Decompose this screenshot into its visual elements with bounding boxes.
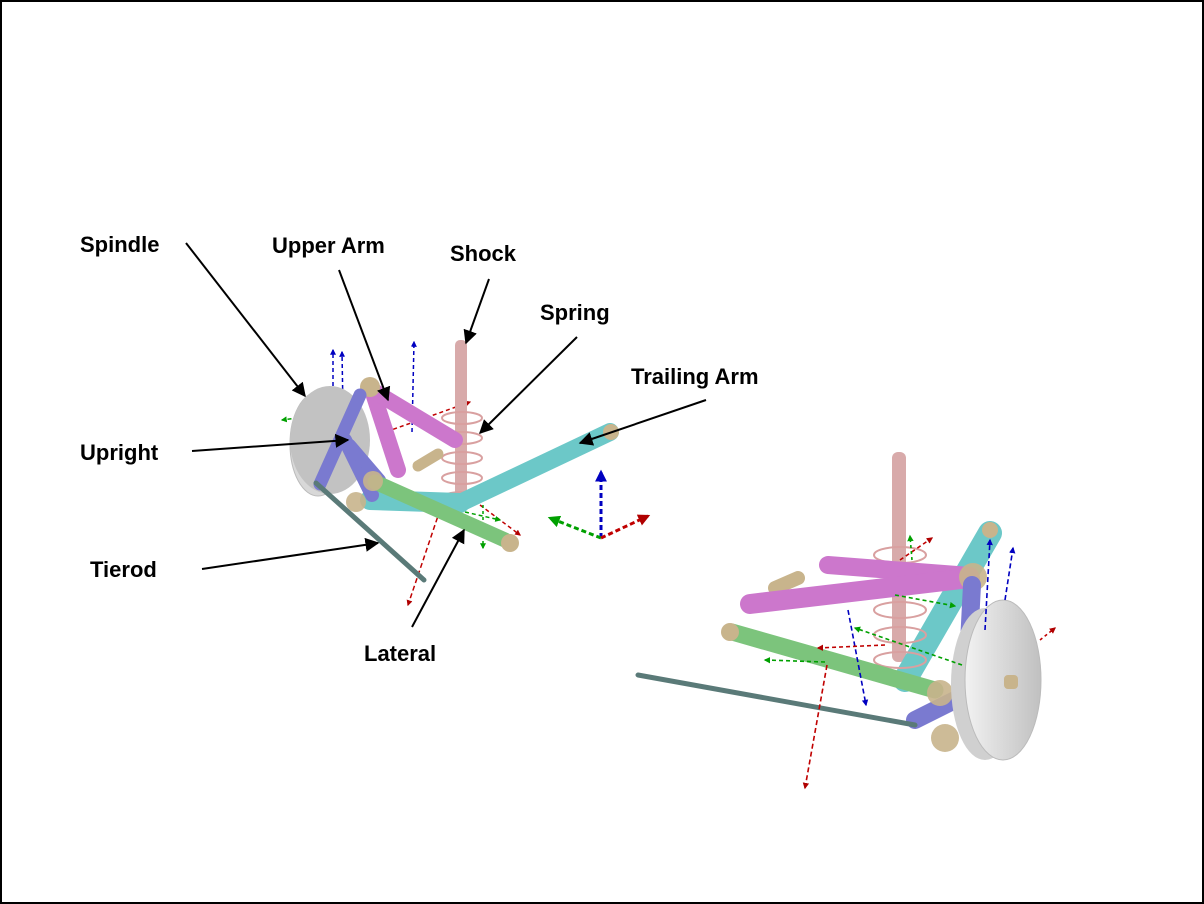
tierod-left bbox=[313, 480, 427, 583]
leader-upper-arm bbox=[338, 269, 391, 402]
leader-trailing-arm bbox=[578, 399, 707, 446]
shock-left bbox=[455, 340, 467, 505]
label-lateral: Lateral bbox=[364, 641, 437, 666]
leader-spindle bbox=[185, 242, 306, 398]
annotation-leaders bbox=[185, 242, 707, 628]
lateral-left bbox=[346, 471, 519, 552]
shock-right bbox=[892, 452, 906, 662]
leader-lateral bbox=[411, 528, 465, 628]
spindle-right bbox=[951, 599, 1042, 761]
view-left bbox=[280, 340, 651, 607]
marker-triads-right bbox=[763, 534, 1056, 790]
global-axis-triad bbox=[547, 469, 651, 540]
bushing-right bbox=[768, 571, 805, 595]
label-tierod: Tierod bbox=[90, 557, 157, 582]
bushing-left bbox=[412, 448, 444, 472]
leader-shock bbox=[463, 278, 490, 345]
label-spindle: Spindle bbox=[80, 232, 160, 257]
tierod-right bbox=[635, 672, 918, 728]
leader-tierod bbox=[201, 537, 380, 570]
lateral-right bbox=[721, 623, 959, 752]
label-shock: Shock bbox=[450, 241, 517, 266]
leader-upright bbox=[191, 433, 350, 452]
view-right bbox=[635, 452, 1056, 790]
label-upper-arm: Upper Arm bbox=[272, 233, 385, 258]
label-upright: Upright bbox=[80, 440, 159, 465]
label-spring: Spring bbox=[540, 300, 610, 325]
leader-spring bbox=[479, 336, 578, 434]
label-trailing-arm: Trailing Arm bbox=[631, 364, 759, 389]
